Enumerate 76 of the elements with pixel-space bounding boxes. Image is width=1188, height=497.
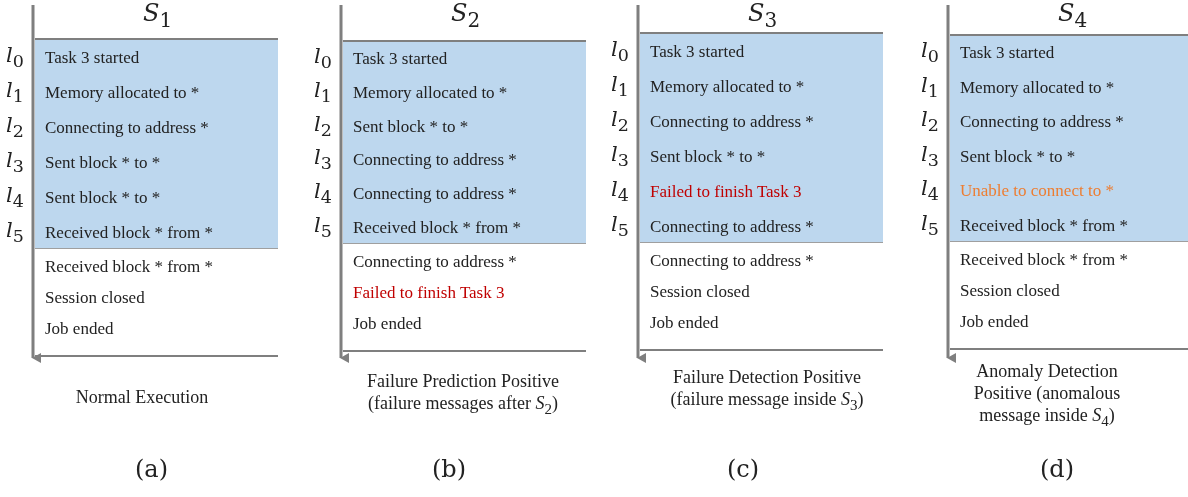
- log-message: Session closed: [960, 280, 1060, 302]
- line-index: l$_{3}$: [6, 148, 24, 177]
- log-message: Task 3 started: [650, 41, 745, 62]
- panel-letter: (d): [1040, 458, 1075, 480]
- window-box: [35, 38, 278, 248]
- panel-letter: (c): [727, 458, 760, 480]
- line-index: l$_{0}$: [611, 37, 629, 66]
- log-message: Connecting to address *: [650, 216, 814, 237]
- line-index: l$_{4}$: [611, 177, 629, 206]
- line-index: l$_{4}$: [921, 177, 939, 206]
- log-message: Connecting to address *: [353, 251, 517, 273]
- log-message: Received block * from *: [353, 218, 522, 239]
- line-index: l$_{4}$: [314, 180, 332, 209]
- log-message: Job ended: [353, 313, 422, 335]
- log-message: Connecting to address *: [650, 111, 814, 132]
- line-index: l$_{2}$: [6, 113, 24, 142]
- line-index: l$_{2}$: [611, 107, 629, 136]
- panel-caption: Normal Execution: [74, 386, 210, 408]
- log-message: Memory allocated to *: [353, 82, 508, 103]
- log-message: Memory allocated to *: [650, 76, 805, 97]
- log-message: Received block * from *: [960, 249, 1129, 271]
- log-message: Memory allocated to *: [45, 82, 200, 103]
- line-index: l$_{2}$: [921, 108, 939, 137]
- log-message: Task 3 started: [45, 47, 140, 68]
- log-message: Task 3 started: [960, 43, 1055, 64]
- line-index: l$_{1}$: [314, 78, 332, 107]
- line-index: l$_{1}$: [921, 73, 939, 102]
- log-message: Connecting to address *: [960, 112, 1124, 133]
- log-message: Connecting to address *: [650, 250, 814, 272]
- log-message: Sent block * to *: [353, 116, 469, 137]
- line-index: l$_{3}$: [921, 142, 939, 171]
- log-message: Sent block * to *: [650, 146, 766, 167]
- line-index: l$_{5}$: [921, 211, 939, 240]
- log-message: Received block * from *: [45, 222, 214, 243]
- log-message: Task 3 started: [353, 48, 448, 69]
- window-box: [343, 40, 586, 243]
- line-index: l$_{4}$: [6, 183, 24, 212]
- log-message: Sent block * to *: [45, 152, 161, 173]
- line-index: l$_{1}$: [611, 72, 629, 101]
- window-box: [950, 34, 1188, 241]
- log-message: Session closed: [650, 281, 750, 303]
- line-index: l$_{3}$: [611, 142, 629, 171]
- window-box: [640, 32, 883, 242]
- panel-caption: Anomaly Detection Positive (anomalous message inside S$_{4}$): [972, 360, 1122, 431]
- log-message: Job ended: [960, 311, 1029, 333]
- line-index: l$_{5}$: [6, 218, 24, 247]
- log-message: Session closed: [45, 287, 145, 309]
- line-index: l$_{0}$: [6, 43, 24, 72]
- log-message: Sent block * to *: [960, 146, 1076, 167]
- log-message: Failed to finish Task 3: [353, 282, 505, 304]
- window-heading: S$_{4}$: [1058, 2, 1088, 31]
- line-index: l$_{0}$: [314, 44, 332, 74]
- window-heading: S$_{1}$: [143, 2, 173, 31]
- window-heading: S$_{2}$: [451, 2, 481, 31]
- log-message: Job ended: [45, 318, 114, 340]
- log-message: Connecting to address *: [353, 184, 517, 205]
- log-message: Memory allocated to *: [960, 77, 1115, 98]
- panel-caption: Failure Prediction Positive (failure messages after S$_{2}$): [366, 370, 560, 419]
- line-index: l$_{1}$: [6, 78, 24, 107]
- log-message: Job ended: [650, 312, 719, 334]
- log-message: Unable to connect to *: [960, 181, 1114, 202]
- line-index: l$_{5}$: [314, 214, 332, 243]
- panel-letter: (a): [135, 458, 169, 480]
- log-message: Connecting to address *: [45, 117, 209, 138]
- panel-caption: Failure Detection Positive (failure message inside S$_{3}$): [669, 366, 865, 415]
- line-index: l$_{2}$: [314, 112, 332, 141]
- panel-letter: (b): [432, 458, 467, 480]
- log-message: Sent block * to *: [45, 187, 161, 208]
- log-message: Connecting to address *: [353, 150, 517, 171]
- window-heading: S$_{3}$: [748, 2, 778, 31]
- line-index: l$_{3}$: [314, 146, 332, 175]
- line-index: l$_{0}$: [921, 39, 939, 68]
- log-message: Failed to finish Task 3: [650, 181, 802, 202]
- line-index: l$_{5}$: [611, 212, 629, 241]
- log-message: Received block * from *: [45, 256, 214, 278]
- log-message: Received block * from *: [960, 215, 1129, 236]
